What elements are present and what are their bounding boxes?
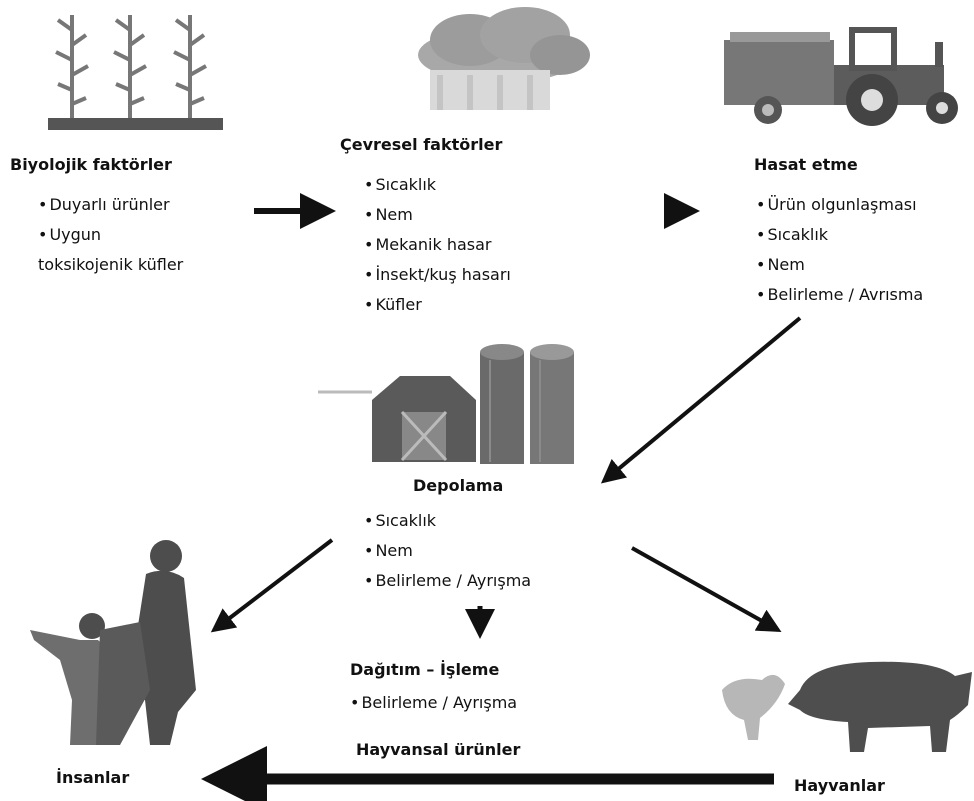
environmental-factors-title: Çevresel faktörler [340,135,503,154]
list-item: Sıcaklık [756,220,923,250]
storage-title: Depolama [413,476,504,495]
biological-factors-extra: toksikojenik küfler [38,255,184,274]
animals-title: Hayvanlar [794,776,885,795]
list-item: Belirleme / Ayrışma [350,688,517,718]
list-item: Duyarlı ürünler [38,190,169,220]
list-item: İnsekt/kuş hasarı [364,260,510,290]
humans-title: İnsanlar [56,768,130,787]
list-item: Nem [364,200,511,230]
arrow-harvest-to-storage [600,316,802,484]
arrow-storage-to-humans [210,538,334,633]
storm-cloud-icon [418,7,590,110]
biological-factors-list: Duyarlı ürünler Uygun [38,190,170,250]
list-item: Sıcaklık [364,170,511,200]
list-item: Sıcaklık [364,506,531,536]
harvest-title: Hasat etme [754,155,858,174]
list-item: Belirleme / Ayrışma [364,566,531,596]
list-item: Nem [756,250,923,280]
list-item: Uygun [38,220,170,250]
flow-arrows [201,193,802,801]
biological-factors-title: Biyolojik faktörler [10,155,172,174]
list-item: Belirleme / Avrısma [756,280,923,310]
list-item: Ürün olgunlaşması [756,190,923,220]
list-item: Mekanik hasar [364,230,511,260]
list-item: Nem [364,536,531,566]
tractor-trailer-icon [724,27,958,126]
storage-list: Sıcaklık Nem Belirleme / Ayrışma [364,506,531,596]
environmental-factors-list: Sıcaklık Nem Mekanik hasar İnsekt/kuş ha… [364,170,511,320]
distribution-list: Belirleme / Ayrışma [350,688,517,718]
family-icon [30,540,196,745]
corn-plants-icon [48,15,223,130]
barn-silo-icon [318,344,574,464]
distribution-title: Dağıtım – İşleme [350,660,500,679]
chicken-pig-icon [722,661,972,752]
list-item: Küfler [364,290,511,320]
animal-products-label: Hayvansal ürünler [356,740,521,759]
arrow-storage-to-animals [631,546,782,632]
harvest-list: Ürün olgunlaşması Sıcaklık Nem Belirleme… [756,190,923,310]
